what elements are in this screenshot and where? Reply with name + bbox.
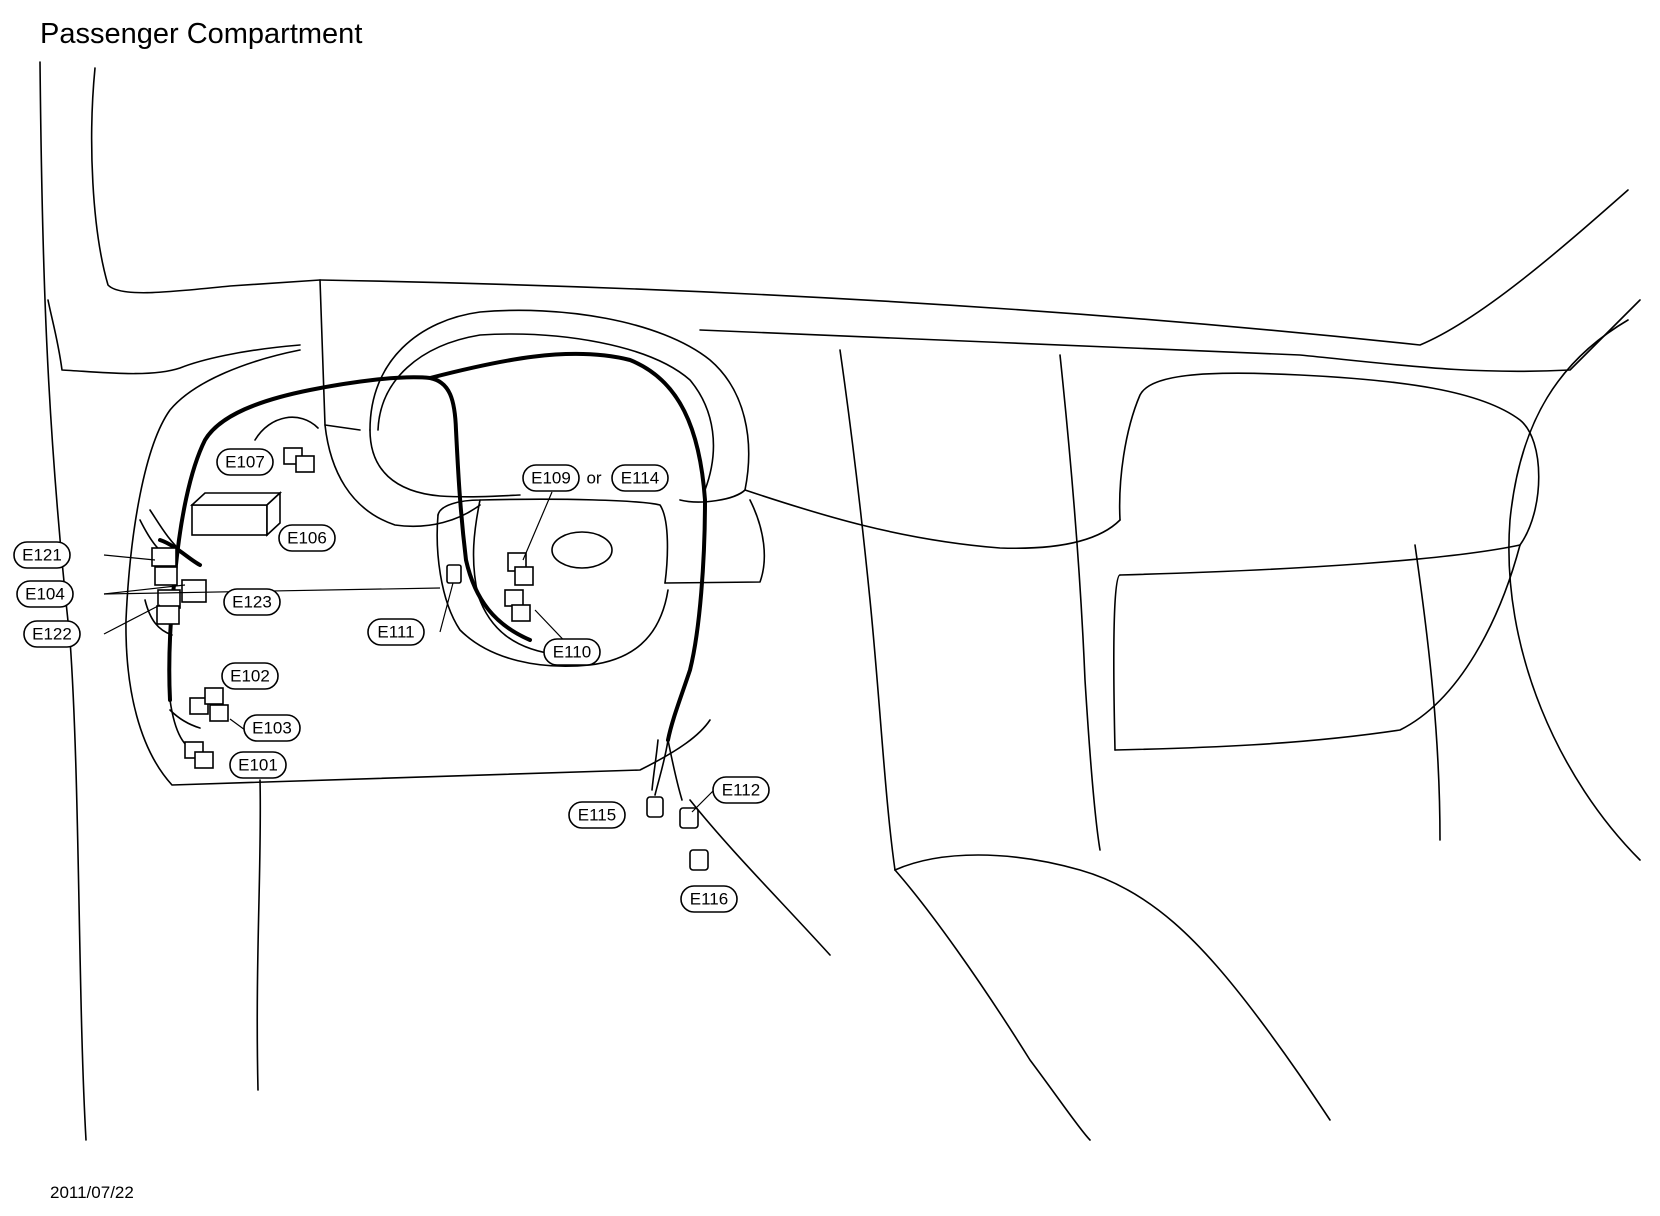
label-e103: E103 bbox=[243, 714, 301, 742]
label-e104-text: E104 bbox=[25, 585, 65, 604]
connector-labels: E107 E106 E121 E104 E123 E122 bbox=[13, 448, 770, 913]
label-e121: E121 bbox=[13, 541, 71, 569]
label-e116: E116 bbox=[680, 885, 738, 913]
steering-column bbox=[436, 489, 1121, 668]
connector-shapes bbox=[151, 447, 709, 871]
label-e109-text: E109 bbox=[531, 469, 571, 488]
label-e102: E102 bbox=[221, 662, 279, 690]
label-e109: E109 bbox=[522, 464, 580, 492]
label-e115-text: E115 bbox=[578, 806, 616, 825]
label-e121-text: E121 bbox=[22, 546, 62, 565]
diagram-title: Passenger Compartment bbox=[40, 18, 363, 50]
label-e112-text: E112 bbox=[722, 781, 760, 800]
label-e107: E107 bbox=[216, 448, 274, 476]
label-e103-text: E103 bbox=[252, 719, 292, 738]
label-e110-text: E110 bbox=[553, 643, 591, 662]
label-e106-text: E106 bbox=[287, 529, 327, 548]
label-e111-text: E111 bbox=[377, 623, 414, 642]
label-e122: E122 bbox=[23, 620, 81, 648]
or-text: or bbox=[586, 469, 601, 488]
label-e104: E104 bbox=[16, 580, 74, 608]
wiring-harness bbox=[139, 351, 707, 801]
label-e106: E106 bbox=[278, 524, 336, 552]
e106-module bbox=[191, 504, 268, 536]
label-e101: E101 bbox=[229, 751, 287, 779]
label-e122-text: E122 bbox=[32, 625, 72, 644]
label-e110: E110 bbox=[543, 638, 601, 666]
center-stack bbox=[839, 319, 1641, 871]
label-e116-text: E116 bbox=[690, 890, 728, 909]
label-e112: E112 bbox=[712, 776, 770, 804]
steering-hub bbox=[551, 531, 613, 569]
knee-panel bbox=[125, 349, 711, 786]
label-e102-text: E102 bbox=[230, 667, 270, 686]
label-e111: E111 bbox=[367, 618, 425, 646]
label-e115: E115 bbox=[568, 801, 626, 829]
diagram-date: 2011/07/22 bbox=[50, 1183, 134, 1202]
label-e123-text: E123 bbox=[232, 593, 272, 612]
label-e123: E123 bbox=[223, 588, 281, 616]
label-e114: E114 bbox=[611, 464, 669, 492]
label-e101-text: E101 bbox=[238, 756, 278, 775]
cluster-hood bbox=[324, 309, 750, 528]
seat-console bbox=[689, 799, 1331, 1141]
label-e107-text: E107 bbox=[225, 453, 265, 472]
label-e114-text: E114 bbox=[621, 469, 659, 488]
